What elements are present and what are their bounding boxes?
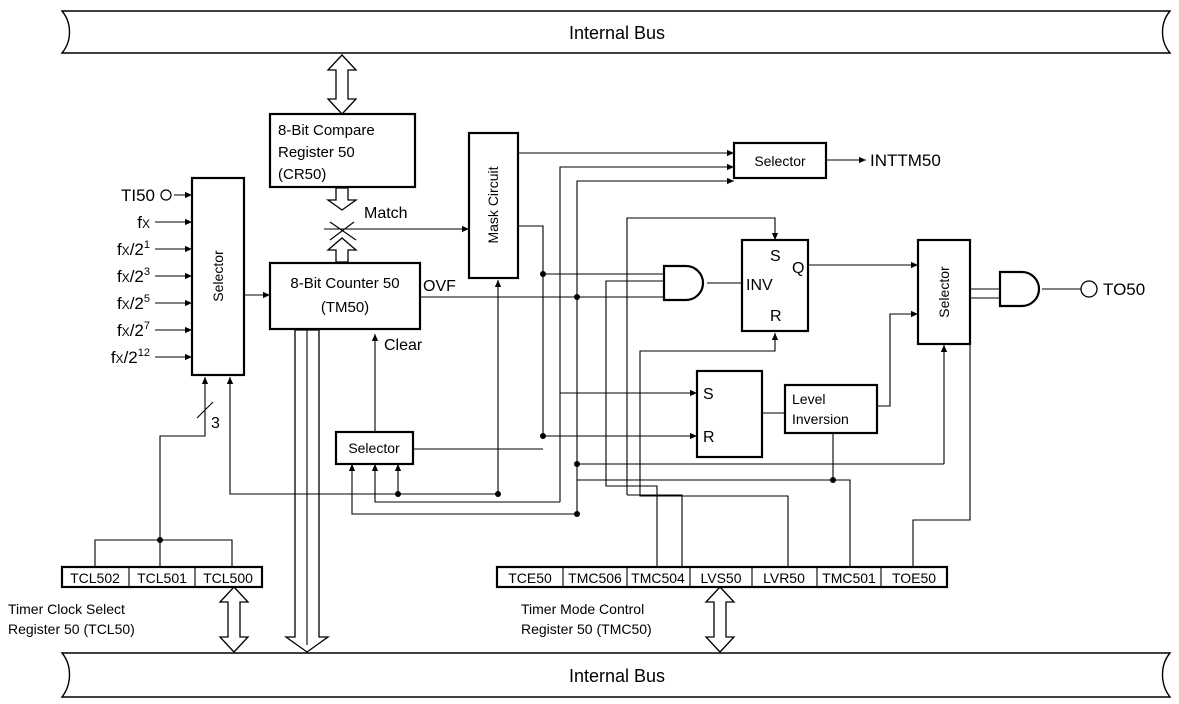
tmc50-caption-line1: Timer Mode Control [521,601,644,617]
tm50-line2: (TM50) [321,299,369,316]
rs-s-label: S [703,386,714,403]
ovf-label: OVF [423,278,456,295]
counter-tm50: 8-Bit Counter 50 (TM50) [268,261,422,331]
ti50-label: TI50 [121,186,155,205]
mask-circuit: Mask Circuit [467,131,520,280]
input-selector-label: Selector [210,250,226,302]
interrupt-selector-label: Selector [754,153,806,169]
internal-bus-bottom-label: Internal Bus [569,666,665,686]
frequency-labels: fX fX/21 fX/23 fX/25 fX/27 fX/212 [111,213,150,367]
interrupt-selector: Selector [732,141,828,180]
tm50-compare-arrow [326,237,358,263]
frequency-label: fX/25 [117,293,150,313]
tcl50-register: TCL502 TCL501 TCL500 [60,565,264,589]
cr50-bus-arrow [326,54,358,115]
tce50-bit: TCE50 [508,570,552,586]
level-inversion: Level Inversion [783,383,879,435]
compare-register-cr50: 8-Bit Compare Register 50 (CR50) [268,112,417,189]
clear-selector-label: Selector [348,440,400,456]
internal-bus-top-label: Internal Bus [569,23,665,43]
match-label: Match [364,205,408,222]
frequency-label: fX/212 [111,347,150,367]
rs-r-label: R [703,429,715,446]
lvr50-bit: LVR50 [763,570,805,586]
tmc504-bit: TMC504 [631,570,685,586]
cr50-line2: Register 50 [278,144,355,161]
output-selector-label: Selector [936,266,952,318]
clear-label: Clear [384,337,423,354]
tcl502-bit: TCL502 [70,570,120,586]
flip-flop: S Q INV R [740,238,810,333]
to50-label: TO50 [1103,280,1145,299]
tcl501-bit: TCL501 [137,570,187,586]
ff-s-label: S [770,248,781,265]
clear-selector: Selector [334,430,415,466]
ff-q-label: Q [792,260,804,277]
output-selector: Selector [916,238,972,346]
rs-latch: S R [695,369,764,459]
tcl50-caption-line1: Timer Clock Select [8,601,125,617]
clock-inputs: TI50 [121,186,172,205]
cr50-line1: 8-Bit Compare [278,122,375,139]
frequency-label: fX/21 [117,239,150,259]
inttm50-label: INTTM50 [870,151,941,170]
internal-bus-top: Internal Bus [60,10,1172,54]
ff-inv-label: INV [746,277,773,294]
and-gate-1 [662,264,705,302]
to50-pin [1080,280,1098,298]
tmc506-bit: TMC506 [568,570,622,586]
frequency-label: fX/23 [117,266,150,286]
bus-width-label: 3 [211,415,220,432]
cr50-tm50-arrow [325,187,359,211]
input-selector: Selector [190,176,246,377]
tmc50-bus-arrow [704,586,736,653]
tcl50-caption-line2: Register 50 (TCL50) [8,621,135,637]
mask-circuit-label: Mask Circuit [485,166,501,243]
tmc501-bit: TMC501 [822,570,876,586]
tmc50-caption-line2: Register 50 (TMC50) [521,621,652,637]
internal-bus-bottom: Internal Bus [60,652,1172,698]
and-gate-2 [998,270,1041,308]
frequency-label: fX [137,213,150,232]
tcl500-bit: TCL500 [203,570,253,586]
frequency-label: fX/27 [117,320,150,340]
ti50-pin [160,189,172,201]
tmc50-register: TCE50 TMC506 TMC504 LVS50 LVR50 TMC501 T… [495,565,949,589]
cr50-line3: (CR50) [278,166,326,183]
lvs50-bit: LVS50 [701,570,742,586]
tm50-line1: 8-Bit Counter 50 [290,275,399,292]
level-inversion-line2: Inversion [792,411,849,427]
toe50-bit: TOE50 [892,570,936,586]
level-inversion-line1: Level [792,391,825,407]
ff-r-label: R [770,308,782,325]
tcl50-bus-arrow [218,586,250,653]
